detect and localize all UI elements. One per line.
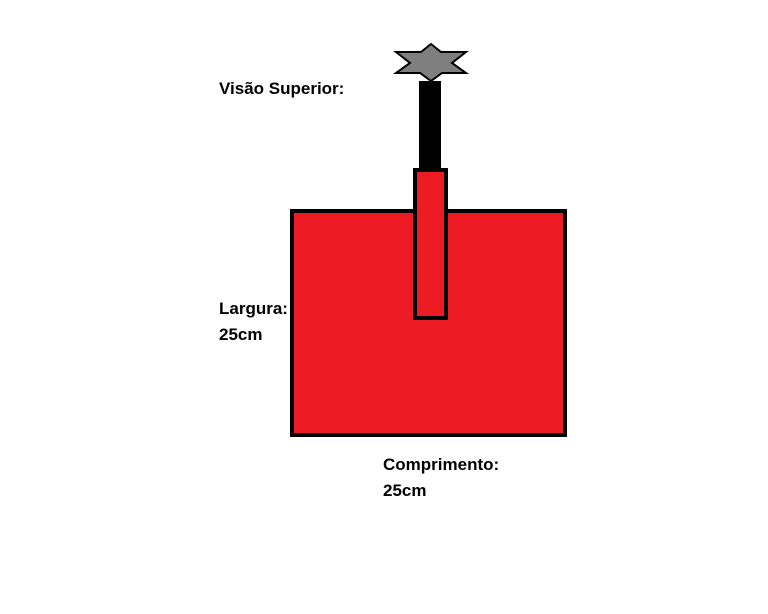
view-title: Visão Superior: [219, 79, 345, 98]
star-knob-icon [392, 42, 470, 83]
width-label: Largura: [219, 299, 288, 318]
width-value: 25cm [219, 325, 263, 344]
handle-slot [413, 168, 448, 320]
length-value: 25cm [383, 481, 427, 500]
length-label: Comprimento: [383, 455, 500, 474]
handle-shaft [419, 81, 441, 171]
